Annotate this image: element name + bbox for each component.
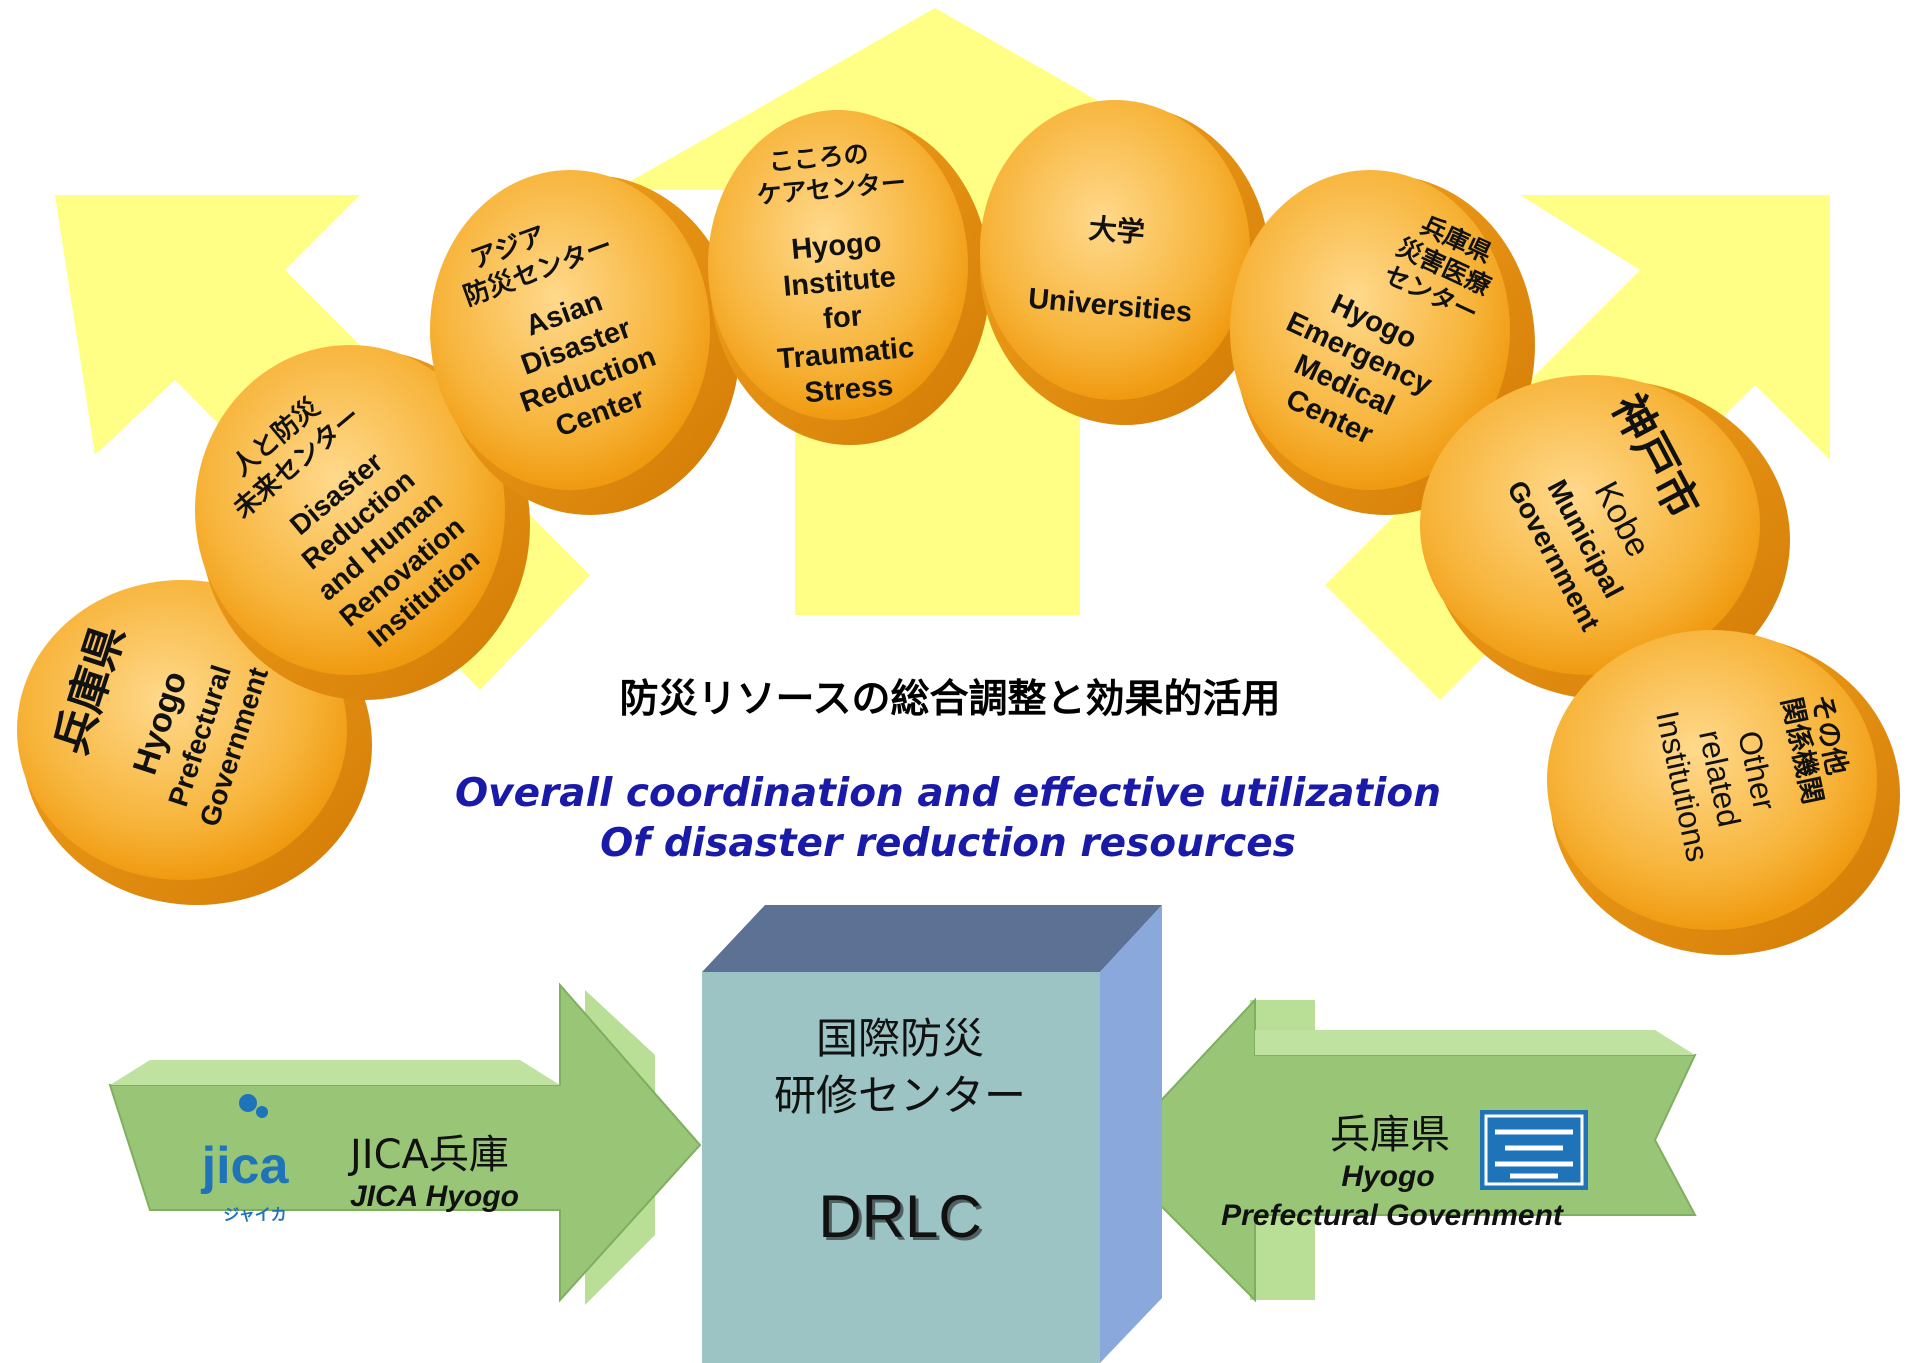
disc-adrc: アジア 防災センター Asian Disaster Reduction Cent…	[430, 170, 740, 515]
tagline-english-line2: Of disaster reduction resources	[600, 821, 1296, 866]
organization-discs: 兵庫県 Hyogo Prefectural Government 人と防災 未来…	[17, 100, 1900, 955]
arrow-right-ja: 兵庫県	[1330, 1112, 1450, 1158]
tagline-english-line1: Overall coordination and effective utili…	[455, 771, 1441, 816]
disc-en: Stress	[803, 370, 894, 410]
arrow-hyogo-prefecture: 兵庫県 Hyogo Prefectural Government	[1108, 997, 1697, 1303]
drlc-box: 国際防災 研修センター DRLC DRLC	[702, 905, 1162, 1363]
drlc-ja-line2: 研修センター	[774, 1071, 1026, 1120]
tagline-japanese: 防災リソースの総合調整と効果的活用	[619, 677, 1280, 722]
drlc-ja-line1: 国際防災	[816, 1014, 984, 1063]
disc-kobe: 神戸市 Kobe Municipal Government	[1420, 375, 1790, 700]
jica-logo-sub: ジャイカ	[223, 1206, 286, 1224]
disc-en: for	[822, 300, 863, 335]
arrow-jica-hyogo: jica ジャイカ JICA兵庫 JICA Hyogo	[108, 982, 702, 1305]
jica-logo-text: jica	[201, 1137, 290, 1195]
disc-other: その他 関係機関 Other related Institutions	[1547, 630, 1900, 955]
disc-hits: こころの ケアセンター Hyogo Institute for Traumati…	[708, 110, 990, 445]
drlc-acronym: DRLC	[821, 1186, 984, 1253]
arrow-left-ja: JICA兵庫	[347, 1132, 509, 1178]
drlc-acronym: DRLC	[818, 1183, 981, 1250]
drlc-box-top	[702, 905, 1162, 972]
jica-logo: jica ジャイカ	[201, 1094, 290, 1224]
arrow-right-en-line1: Hyogo	[1341, 1160, 1434, 1193]
arrow-right-en-line2: Prefectural Government	[1221, 1199, 1565, 1232]
disc-universities: 大学 Universities	[980, 100, 1270, 425]
hyogo-emblem	[1480, 1110, 1588, 1190]
drlc-box-front	[702, 972, 1100, 1363]
disc-dri: 人と防災 未来センター Disaster Reduction and Human…	[195, 345, 530, 700]
drlc-box-side	[1100, 905, 1162, 1363]
arrow-left-en: JICA Hyogo	[350, 1180, 519, 1213]
tagline: 防災リソースの総合調整と効果的活用 Overall coordination a…	[455, 677, 1441, 866]
disc-ja: 大学	[1087, 212, 1146, 250]
disc-en: Hyogo	[790, 226, 883, 266]
